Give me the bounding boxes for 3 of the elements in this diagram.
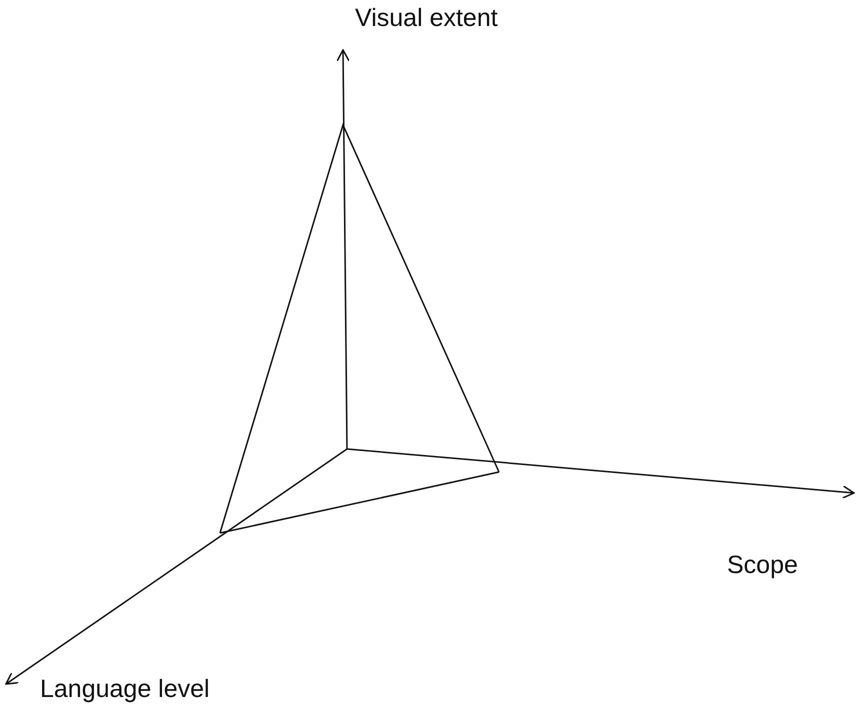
axis-label: Visual extent <box>355 5 498 32</box>
axis-label: Scope <box>727 552 798 580</box>
axis-label: Language level <box>40 676 210 704</box>
